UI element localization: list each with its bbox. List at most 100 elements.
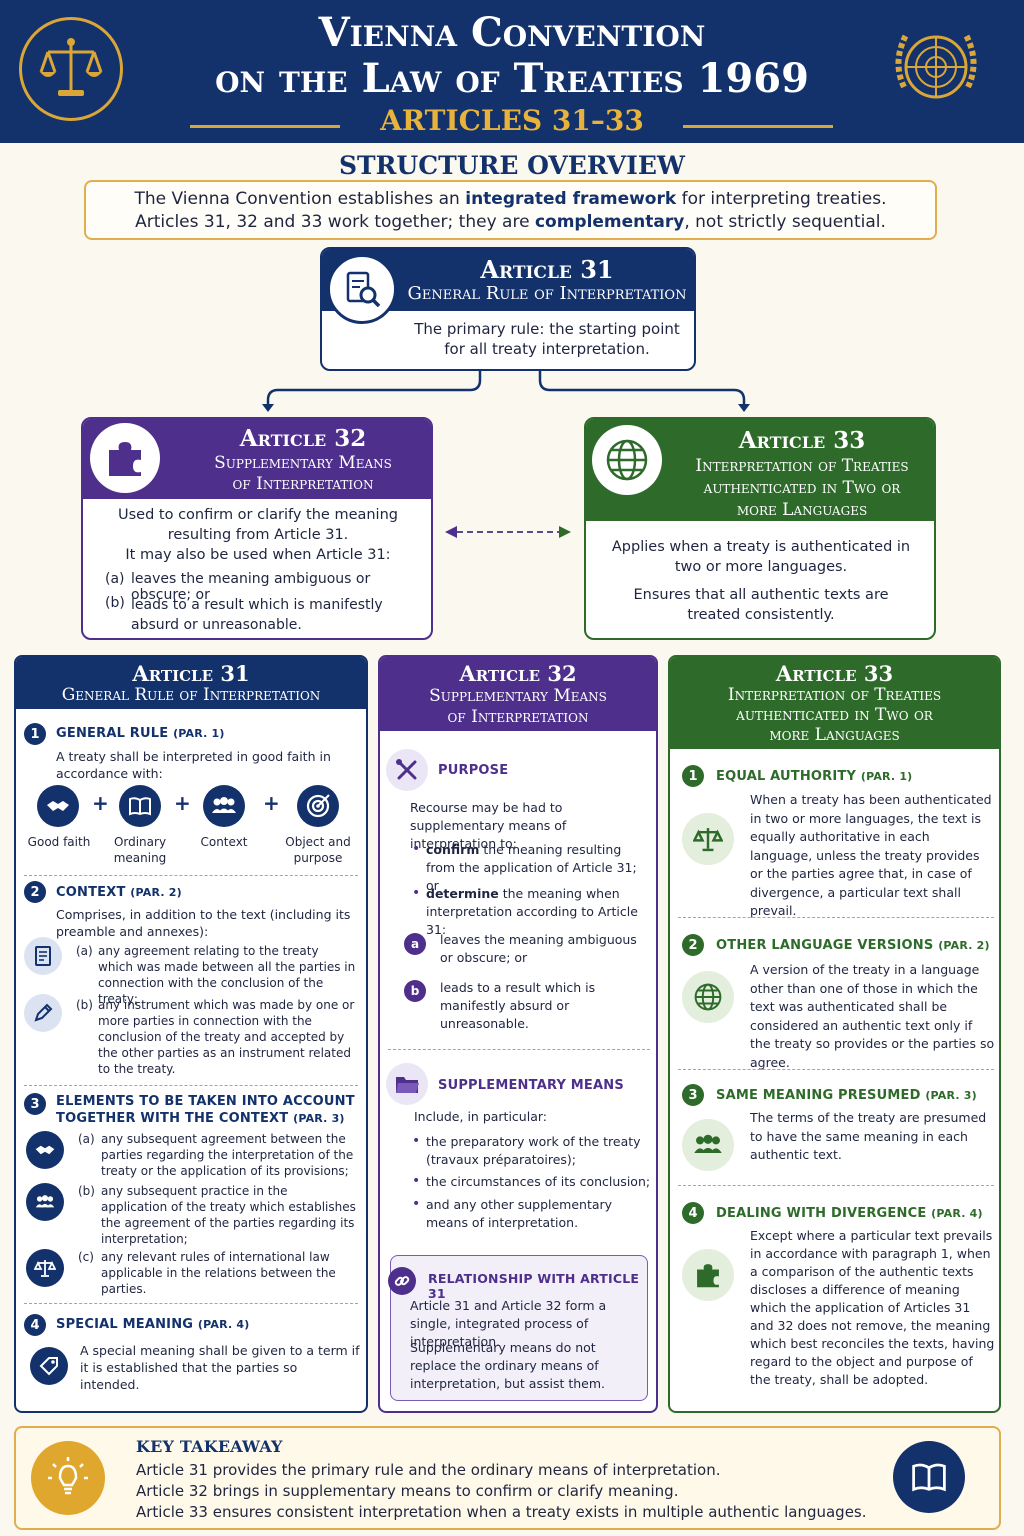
same-meaning-heading: SAME MEANING PRESUMED (PAR. 3) bbox=[716, 1088, 977, 1103]
title-line-2: on the Law of Treaties 1969 bbox=[215, 55, 809, 102]
elements-b-label: (b) bbox=[78, 1184, 95, 1198]
article-32-column-title: Article 32 bbox=[459, 661, 577, 686]
handshake-icon bbox=[37, 785, 79, 827]
elements-a-text: any subsequent agreement between the par… bbox=[101, 1132, 354, 1178]
people-group-icon bbox=[682, 1119, 734, 1171]
purpose-a-text: leaves the meaning ambiguous or obscure;… bbox=[440, 932, 637, 965]
bullet: • bbox=[412, 841, 421, 857]
globe-icon bbox=[682, 971, 734, 1023]
overview-line-2: Articles 31, 32 and 33 work together; th… bbox=[135, 212, 886, 232]
overview-box: The Vienna Convention establishes an int… bbox=[84, 180, 937, 240]
section-number-2: 2 bbox=[682, 934, 704, 956]
means-item-preparatory-work: the preparatory work of the treaty (trav… bbox=[426, 1134, 641, 1167]
section-number-2: 2 bbox=[24, 881, 46, 903]
link-icon bbox=[388, 1267, 416, 1295]
article-32-card-a-text: leaves the meaning ambiguous or obscure;… bbox=[131, 571, 371, 603]
scales-icon bbox=[39, 38, 103, 96]
context-a-text: any agreement relating to the treaty whi… bbox=[98, 944, 356, 1006]
section-number-3: 3 bbox=[24, 1093, 46, 1115]
other-language-text: A version of the treaty in a language ot… bbox=[750, 962, 995, 1070]
means-item-circumstances: the circumstances of its conclusion; bbox=[426, 1174, 651, 1189]
plus-sign: + bbox=[263, 791, 280, 815]
section-divider bbox=[24, 1085, 358, 1086]
purpose-b-text: leads to a result which is manifestly ab… bbox=[440, 980, 596, 1031]
purpose-heading: PURPOSE bbox=[438, 763, 509, 778]
bullet: • bbox=[412, 1196, 421, 1212]
special-meaning-heading: SPECIAL MEANING (PAR. 4) bbox=[56, 1317, 250, 1332]
means-item-other: and any other supplementary means of int… bbox=[426, 1197, 613, 1230]
plus-sign: + bbox=[174, 791, 191, 815]
section-divider bbox=[24, 875, 358, 876]
bullet: • bbox=[412, 1173, 421, 1189]
section-divider bbox=[24, 1303, 358, 1304]
key-takeaway-box bbox=[14, 1426, 1001, 1530]
open-book-icon bbox=[893, 1441, 965, 1513]
article-32-card-a-label: (a) bbox=[105, 571, 125, 587]
scales-of-justice-emblem bbox=[19, 17, 123, 121]
purpose-text: Recourse may be had to supplementary mea… bbox=[410, 800, 567, 851]
divergence-heading: DEALING WITH DIVERGENCE (PAR. 4) bbox=[716, 1206, 983, 1221]
context-heading: CONTEXT (PAR. 2) bbox=[56, 885, 182, 900]
context-text: Comprises, in addition to the text (incl… bbox=[56, 907, 351, 939]
handshake-icon bbox=[26, 1131, 64, 1169]
general-rule-text: A treaty shall be interpreted in good fa… bbox=[56, 749, 331, 781]
elements-c-label: (c) bbox=[78, 1250, 94, 1264]
purpose-determine: determine the meaning when interpretatio… bbox=[426, 886, 638, 937]
globe-wreath-icon bbox=[895, 33, 977, 99]
pen-icon bbox=[24, 994, 62, 1032]
article-33-card-text: Applies when a treaty is authenticated i… bbox=[611, 539, 911, 623]
article-32-card-b-label: (b) bbox=[105, 595, 125, 611]
context-b-text: any instrument which was made by one or … bbox=[98, 998, 355, 1076]
divergence-text: Except where a particular text prevails … bbox=[750, 1228, 995, 1387]
article-33-card-title: Article 33 bbox=[738, 427, 866, 454]
relationship-box bbox=[390, 1255, 648, 1401]
plus-sign: + bbox=[92, 791, 109, 815]
purpose-confirm: confirm the meaning resulting from the a… bbox=[426, 842, 637, 893]
branch-connector-arrows bbox=[262, 370, 750, 412]
letter-badge-a: a bbox=[404, 933, 426, 955]
relationship-text-1: Article 31 and Article 32 form a single,… bbox=[410, 1298, 607, 1349]
same-meaning-text: The terms of the treaty are presumed to … bbox=[750, 1110, 987, 1162]
context-label: Context bbox=[200, 835, 248, 849]
article-31-column-title: Article 31 bbox=[132, 661, 250, 686]
key-takeaway-title: KEY TAKEAWAY bbox=[136, 1437, 283, 1456]
article-33-column-header bbox=[670, 657, 999, 749]
article-31-card-title: Article 31 bbox=[480, 255, 614, 284]
title-divider-right bbox=[683, 125, 833, 128]
un-emblem bbox=[884, 17, 988, 121]
relationship-text-2: Supplementary means do not replace the o… bbox=[410, 1340, 606, 1391]
key-takeaway-text: Article 31 provides the primary rule and… bbox=[136, 1461, 867, 1521]
good-faith-label: Good faith bbox=[27, 835, 91, 849]
bullet: • bbox=[412, 885, 421, 901]
elements-b-text: any subsequent practice in the applicati… bbox=[101, 1184, 356, 1246]
supplementary-means-text: Include, in particular: bbox=[414, 1109, 547, 1124]
scales-icon bbox=[26, 1249, 64, 1287]
article-31-column: Article 31 General Rule of Interpretatio… bbox=[14, 655, 368, 1413]
section-divider bbox=[678, 1069, 994, 1070]
bidirectional-dashed-arrow bbox=[445, 526, 571, 538]
document-search-icon bbox=[327, 254, 397, 324]
title-line-1: Vienna Convention bbox=[318, 9, 706, 56]
supplementary-means-heading: SUPPLEMENTARY MEANS bbox=[438, 1078, 624, 1093]
title-divider-left bbox=[190, 125, 340, 128]
lightbulb-icon bbox=[31, 1441, 105, 1515]
section-number-4: 4 bbox=[24, 1314, 46, 1336]
letter-badge-b: b bbox=[404, 980, 426, 1002]
target-icon bbox=[297, 785, 339, 827]
section-number-4: 4 bbox=[682, 1202, 704, 1224]
section-number-3: 3 bbox=[682, 1084, 704, 1106]
equal-authority-text: When a treaty has been authenticated in … bbox=[750, 792, 992, 918]
people-group-icon bbox=[26, 1183, 64, 1221]
bullet: • bbox=[412, 1133, 421, 1149]
section-number-1: 1 bbox=[682, 765, 704, 787]
article-31-column-header bbox=[16, 657, 366, 709]
elements-a-label: (a) bbox=[78, 1132, 95, 1146]
